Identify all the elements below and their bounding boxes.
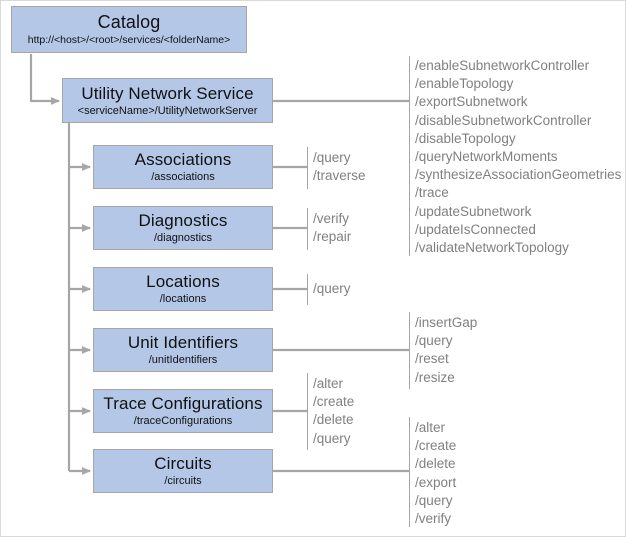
node-locations-title: Locations <box>146 272 220 291</box>
node-utility-network-service[interactable]: Utility Network Service <serviceName>/Ut… <box>62 78 273 123</box>
rail-service-operations <box>409 56 410 256</box>
operation-item: /trace <box>415 185 449 201</box>
operation-item: /reset <box>415 351 449 367</box>
node-diagnostics[interactable]: Diagnostics /diagnostics <box>93 206 273 250</box>
rail-trace-configurations-operations <box>307 373 308 450</box>
rail-associations-operations <box>307 147 308 189</box>
operation-item: /query <box>415 492 453 508</box>
operations-locations: /query <box>313 280 351 298</box>
operation-item: /export <box>415 474 457 490</box>
operation-item: /verify <box>313 211 350 226</box>
node-locations-path: /locations <box>159 293 207 305</box>
operation-item: /query <box>313 281 351 296</box>
rail-circuits-operations <box>409 417 410 527</box>
operation-item: /verify <box>415 511 452 527</box>
operation-item: /alter <box>415 420 446 435</box>
operation-item: /synthesizeAssociationGeometries <box>415 167 622 183</box>
operation-item: /create <box>313 394 355 410</box>
node-diagnostics-title: Diagnostics <box>138 211 228 230</box>
node-circuits[interactable]: Circuits /circuits <box>93 449 273 493</box>
node-catalog-path: http://<host>/<root>/services/<folderNam… <box>27 33 231 46</box>
node-unit-identifiers[interactable]: Unit Identifiers /unitIdentifiers <box>93 328 273 372</box>
operation-item: /delete <box>313 412 354 428</box>
operation-item: /insertGap <box>415 315 478 330</box>
operation-item: /create <box>415 438 457 454</box>
operation-item: /delete <box>415 456 456 472</box>
operation-item: /updateIsConnected <box>415 221 536 237</box>
operation-item: /exportSubnetwork <box>415 94 528 110</box>
node-unit-identifiers-title: Unit Identifiers <box>127 333 239 352</box>
operation-item: /validateNetworkTopology <box>415 240 569 256</box>
node-utility-network-service-title: Utility Network Service <box>81 83 254 103</box>
operation-item: /query <box>313 150 351 165</box>
node-trace-configurations[interactable]: Trace Configurations /traceConfiguration… <box>93 389 273 433</box>
node-associations-title: Associations <box>134 150 232 169</box>
operation-item: /enableSubnetworkController <box>415 58 590 73</box>
operation-item: /disableTopology <box>415 130 516 146</box>
operation-item: /queryNetworkMoments <box>415 149 558 165</box>
operations-trace-configurations: /alter/create/delete/query <box>313 375 354 448</box>
operation-item: /disableSubnetworkController <box>415 112 592 128</box>
rail-diagnostics-operations <box>307 208 308 250</box>
rail-locations-operations <box>307 274 308 305</box>
operations-diagnostics: /verify/repair <box>313 210 351 246</box>
node-locations[interactable]: Locations /locations <box>93 267 273 311</box>
node-associations[interactable]: Associations /associations <box>93 145 273 189</box>
operation-item: /enableTopology <box>415 76 514 92</box>
node-diagnostics-path: /diagnostics <box>153 232 213 244</box>
operations-utility-network-service: /enableSubnetworkController/enableTopolo… <box>415 57 621 257</box>
node-trace-configurations-title: Trace Configurations <box>103 394 263 413</box>
node-circuits-path: /circuits <box>164 475 202 487</box>
operation-item: /query <box>313 430 351 446</box>
operations-unit-identifiers: /insertGap/query/reset/resize <box>415 314 477 387</box>
operations-associations: /query/traverse <box>313 149 366 185</box>
operation-item: /query <box>415 333 453 349</box>
rail-unit-identifiers-operations <box>409 312 410 389</box>
operation-item: /alter <box>313 376 344 391</box>
node-trace-configurations-path: /traceConfigurations <box>133 415 233 427</box>
node-catalog[interactable]: Catalog http://<host>/<root>/services/<f… <box>11 6 247 53</box>
operations-circuits: /alter/create/delete/export/query/verify <box>415 419 456 528</box>
node-associations-path: /associations <box>151 171 215 183</box>
operation-item: /repair <box>313 229 352 245</box>
operation-item: /resize <box>415 369 455 385</box>
operation-item: /traverse <box>313 168 366 184</box>
node-catalog-title: Catalog <box>97 11 161 32</box>
node-circuits-title: Circuits <box>154 454 212 473</box>
edge-catalog-to-service <box>29 54 60 105</box>
node-unit-identifiers-path: /unitIdentifiers <box>148 354 218 366</box>
node-utility-network-service-path: <serviceName>/UtilityNetworkServer <box>77 104 258 117</box>
operation-item: /updateSubnetwork <box>415 203 532 219</box>
